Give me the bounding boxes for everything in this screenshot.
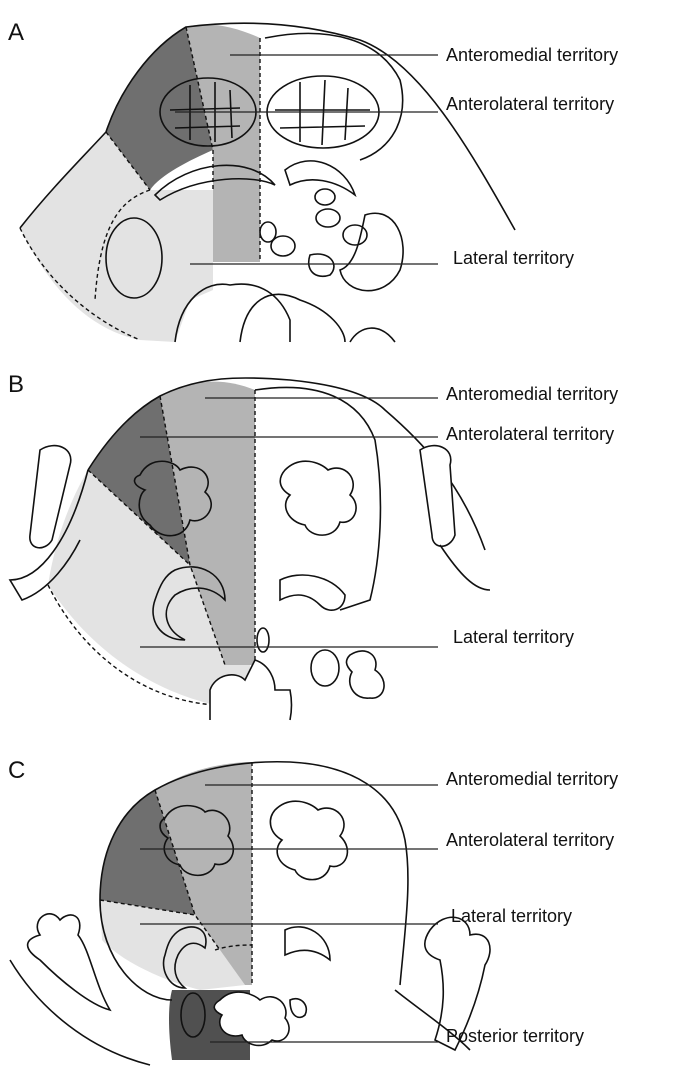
panel-b-section (10, 378, 490, 720)
panel-c-label-anteromedial: Anteromedial territory (446, 769, 618, 789)
panel-c-label-posterior: Posterior territory (446, 1026, 584, 1046)
panel-c-section (10, 762, 490, 1065)
panel-b-label-lateral: Lateral territory (453, 627, 574, 647)
panel-c-label-lateral: Lateral territory (451, 906, 572, 926)
panel-a-label-anteromedial: Anteromedial territory (446, 45, 618, 65)
panel-a-section (20, 23, 515, 342)
panel-a-label-lateral: Lateral territory (453, 248, 574, 268)
panel-a: A (8, 19, 618, 342)
panel-c-label-anterolateral: Anterolateral territory (446, 830, 614, 850)
panel-b-label-anteromedial: Anteromedial territory (446, 384, 618, 404)
panel-a-letter: A (8, 19, 24, 46)
panel-b-label-anterolateral: Anterolateral territory (446, 424, 614, 444)
panel-b-letter: B (8, 371, 24, 398)
panel-c-letter: C (8, 757, 25, 784)
panel-b: B (8, 371, 618, 720)
panel-c: C (8, 757, 618, 1065)
panel-a-label-anterolateral: Anterolateral territory (446, 94, 614, 114)
